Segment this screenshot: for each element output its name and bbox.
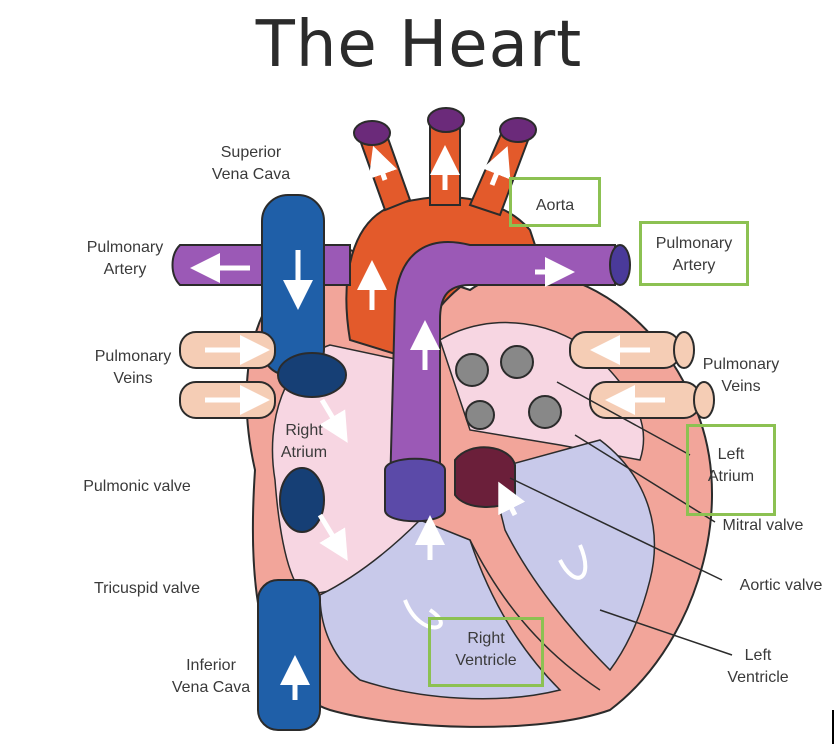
highlight-box-left-atrium — [686, 424, 776, 516]
aorta-opening-2 — [427, 107, 465, 133]
label-aorta: Aorta — [535, 197, 575, 214]
lv-flow-arrow — [558, 544, 588, 580]
pv-opening-2 — [500, 345, 534, 379]
pv-opening-4 — [465, 400, 495, 430]
aorta-opening-3 — [499, 117, 537, 143]
leader-lines — [509, 381, 733, 656]
label-tricuspid-valve: Tricuspid valve — [93, 580, 201, 597]
pulmonary-right-opening — [609, 244, 631, 286]
right-ventricle-chamber — [319, 519, 562, 700]
aorta-opening-1 — [353, 120, 391, 146]
flow-arrows — [190, 145, 665, 700]
highlight-box-right-ventricle — [428, 617, 544, 687]
highlight-box-pulmonary-artery — [639, 221, 749, 286]
inferior-vena-cava-vessel — [257, 579, 321, 731]
label-aortic-valve: Aortic valve — [739, 577, 823, 594]
pulmonic-valve — [384, 457, 446, 523]
label-pulmonic-valve: Pulmonic valve — [83, 478, 191, 495]
pv-opening-3 — [528, 395, 562, 429]
ivc-opening — [279, 467, 325, 533]
left-ventricle-chamber — [489, 439, 656, 672]
svc-opening — [277, 352, 347, 398]
diagram-title: The Heart — [255, 8, 583, 82]
text-cursor — [832, 710, 834, 744]
highlight-box-aorta — [509, 177, 601, 227]
rv-flow-arrow — [403, 599, 443, 630]
label-mitral-valve: Mitral valve — [722, 517, 804, 534]
pv-opening-1 — [455, 353, 489, 387]
septum — [469, 539, 601, 691]
